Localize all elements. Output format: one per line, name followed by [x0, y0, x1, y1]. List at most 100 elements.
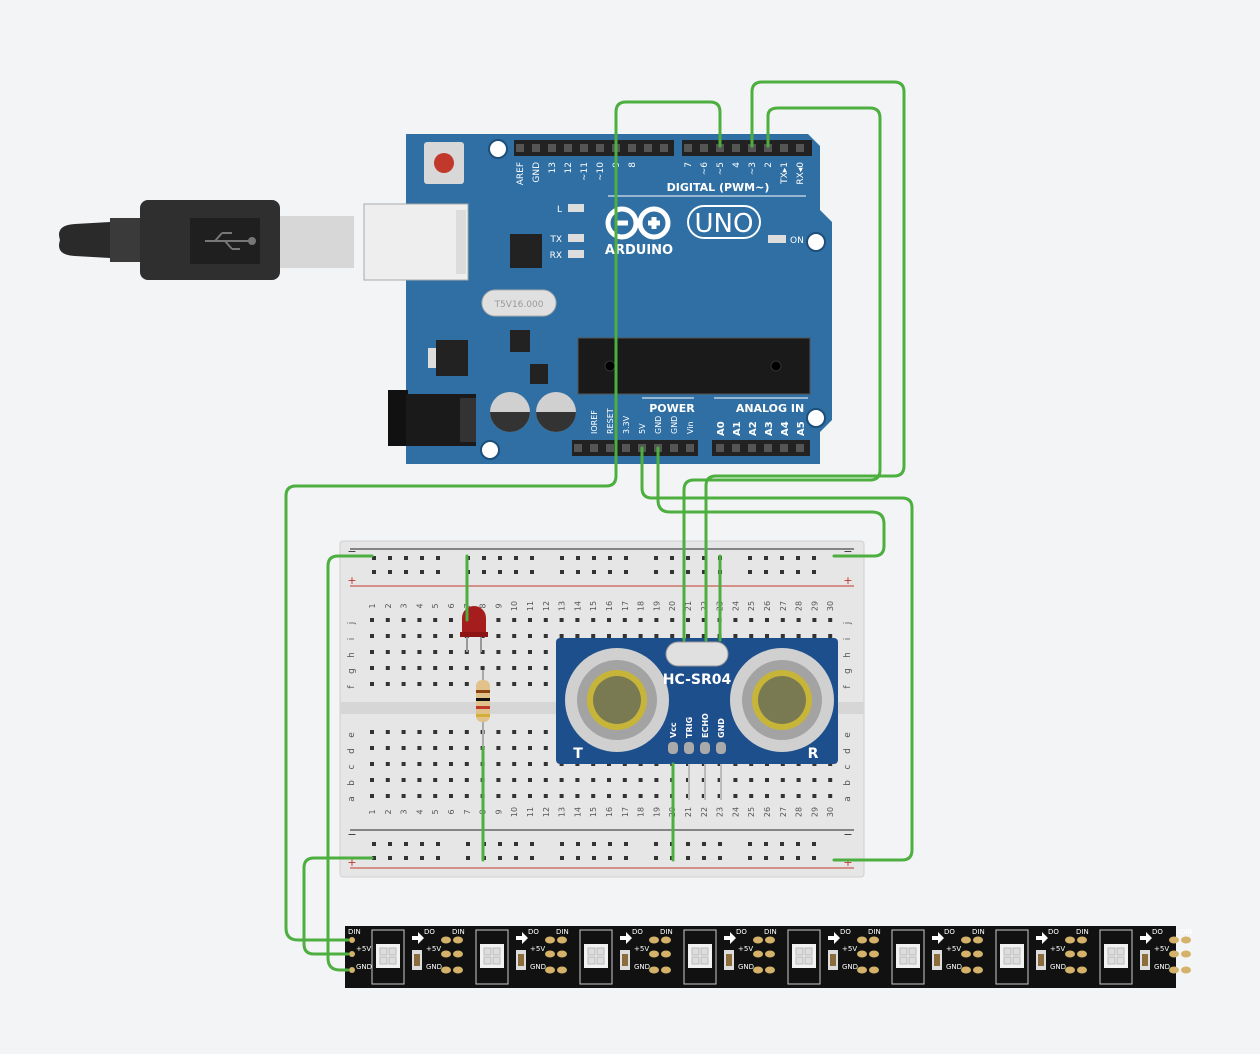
- strip-pad-label: DIN: [348, 928, 361, 936]
- column-number: 11: [526, 601, 535, 611]
- header-pin[interactable]: [622, 444, 630, 452]
- row-letter: e: [843, 732, 853, 738]
- header-pin[interactable]: [732, 444, 740, 452]
- header-pin[interactable]: [716, 444, 724, 452]
- header-pin[interactable]: [644, 144, 652, 152]
- wire-pin3-to-trig[interactable]: [704, 80, 906, 642]
- header-pin[interactable]: [564, 144, 572, 152]
- row-letter: h: [347, 652, 357, 658]
- header-pin[interactable]: [796, 144, 804, 152]
- header-pin[interactable]: [590, 444, 598, 452]
- header-pin[interactable]: [796, 444, 804, 452]
- dc-power-jack: [388, 390, 476, 446]
- column-number: 8: [479, 603, 488, 608]
- header-pin[interactable]: [700, 144, 708, 152]
- power-pin-label: 5V: [638, 423, 647, 434]
- strip-pad-label: DO: [528, 928, 539, 936]
- strip-pad-label: GND: [738, 963, 754, 971]
- column-number: 11: [526, 807, 535, 817]
- power-pin-label: Vin: [686, 421, 695, 434]
- row-letter: b: [347, 780, 357, 786]
- strip-pad-label: GND: [530, 963, 546, 971]
- reset-button[interactable]: [424, 142, 464, 184]
- header-pin[interactable]: [732, 144, 740, 152]
- header-pin[interactable]: [660, 144, 668, 152]
- row-letter: f: [843, 685, 853, 689]
- wire-5v-to-rail[interactable]: [640, 446, 914, 862]
- strip-pad-label: GND: [1050, 963, 1066, 971]
- column-number: 13: [558, 601, 567, 611]
- wire-rail-5v-to-strip[interactable]: [302, 856, 374, 956]
- led-rx-label: RX: [550, 251, 562, 261]
- wires[interactable]: [284, 80, 914, 972]
- column-number: 19: [652, 601, 661, 611]
- power-pin-label: IOREF: [590, 410, 599, 434]
- resistor[interactable]: [476, 670, 490, 748]
- capacitor: [536, 392, 576, 432]
- header-pin[interactable]: [686, 444, 694, 452]
- column-number: 25: [747, 601, 756, 611]
- digital-pin-label: ~5: [716, 162, 726, 175]
- header-pin[interactable]: [748, 444, 756, 452]
- strip-pad-label: DO: [424, 928, 435, 936]
- wire-gnd-to-rail[interactable]: [656, 446, 886, 558]
- column-number: 10: [510, 601, 519, 611]
- header-pin[interactable]: [596, 144, 604, 152]
- crystal: [481, 289, 557, 317]
- arduino-uno-board[interactable]: T5V16.000: [363, 134, 832, 464]
- power-analog-header[interactable]: [572, 440, 810, 456]
- wire-pin2-to-echo[interactable]: [682, 106, 882, 642]
- header-pin[interactable]: [764, 444, 772, 452]
- column-number: 21: [684, 601, 693, 611]
- header-pin[interactable]: [780, 444, 788, 452]
- led-l: [568, 204, 584, 212]
- header-pin[interactable]: [574, 444, 582, 452]
- strip-pad-label: +5V: [426, 945, 441, 953]
- analog-pin-label: A2: [748, 421, 759, 436]
- sensor-pin-label: Vcc: [669, 722, 678, 738]
- header-pin[interactable]: [548, 144, 556, 152]
- strip-pad-label: DO: [632, 928, 643, 936]
- row-letter: d: [843, 748, 853, 754]
- strip-pad-label: DO: [944, 928, 955, 936]
- header-pin[interactable]: [606, 444, 614, 452]
- header-pin[interactable]: [780, 144, 788, 152]
- digital-header[interactable]: [514, 140, 812, 156]
- header-pin[interactable]: [532, 144, 540, 152]
- header-pin[interactable]: [516, 144, 524, 152]
- strip-pad-label: DIN: [868, 928, 881, 936]
- header-pin[interactable]: [748, 144, 756, 152]
- strip-pad-label: DIN: [1076, 928, 1089, 936]
- digital-pin-label: 8: [628, 162, 638, 168]
- digital-pin-label: 12: [564, 162, 574, 173]
- header-pin[interactable]: [716, 144, 724, 152]
- rail-plus-label: +: [347, 856, 356, 869]
- row-letter: c: [843, 764, 853, 769]
- header-pin[interactable]: [670, 444, 678, 452]
- led-tx-label: TX: [549, 235, 562, 245]
- usb-jack: [363, 203, 469, 281]
- row-letter: j: [347, 622, 357, 626]
- column-number: 5: [431, 809, 440, 814]
- header-pin[interactable]: [628, 144, 636, 152]
- strip-pad-label: +5V: [1050, 945, 1065, 953]
- strip-pad-label: DO: [840, 928, 851, 936]
- strip-pad-label: GND: [356, 963, 372, 971]
- digital-pin-label: ~6: [700, 162, 710, 176]
- column-number: 6: [447, 809, 456, 814]
- digital-header-label: DIGITAL (PWM~): [667, 181, 770, 194]
- sensor-pin-label: ECHO: [701, 713, 710, 738]
- digital-pin-label: 7: [684, 162, 694, 168]
- wire-rail-gnd-to-strip[interactable]: [326, 554, 374, 972]
- header-pin[interactable]: [580, 144, 588, 152]
- rail-minus-label: −: [347, 545, 356, 558]
- header-pin[interactable]: [684, 144, 692, 152]
- column-number: 7: [463, 809, 472, 814]
- wire-pin5-to-strip-din[interactable]: [284, 100, 722, 942]
- column-number: 15: [589, 807, 598, 817]
- row-letter: f: [347, 685, 357, 689]
- column-number: 9: [494, 603, 503, 608]
- header-pin[interactable]: [764, 144, 772, 152]
- power-header-label: POWER: [649, 402, 695, 415]
